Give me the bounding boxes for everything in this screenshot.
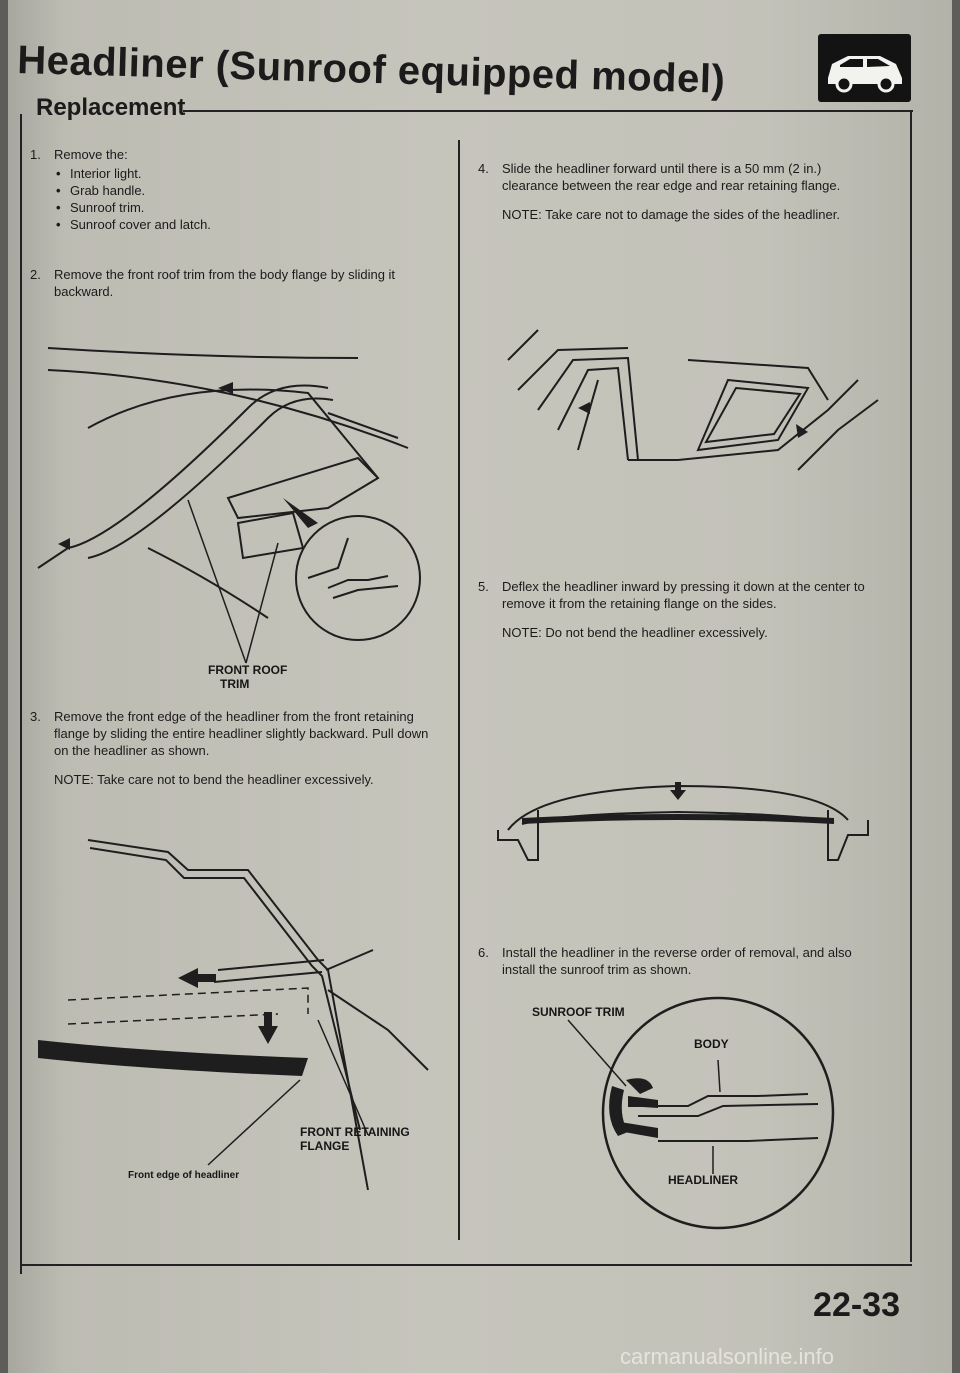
sunroof-trim-label: SUNROOF TRIM bbox=[532, 1005, 625, 1019]
figure-front-roof-trim: FRONT ROOF TRIM bbox=[28, 318, 428, 698]
headliner-label: HEADLINER bbox=[668, 1173, 738, 1187]
figure-slide-headliner bbox=[478, 320, 898, 560]
step-text: Remove the: bbox=[54, 147, 128, 162]
step-2: 2. Remove the front roof trim from the b… bbox=[30, 266, 430, 300]
car-body-icon bbox=[818, 34, 911, 102]
manual-page: Headliner (Sunroof equipped model) Repla… bbox=[8, 0, 952, 1373]
step-4: 4. Slide the headliner forward until the… bbox=[478, 160, 878, 223]
figure-sunroof-trim-detail: SUNROOF TRIM BODY HEADLINER bbox=[508, 996, 848, 1236]
figure-deflex-headliner bbox=[478, 760, 898, 910]
front-edge-headliner-label: Front edge of headliner bbox=[128, 1170, 239, 1181]
page-number: 22-33 bbox=[813, 1286, 900, 1324]
figure-front-retaining-flange: FRONT RETAINING FLANGE Front edge of hea… bbox=[28, 830, 448, 1190]
front-retaining-flange-label-2: FLANGE bbox=[300, 1139, 349, 1153]
front-roof-trim-label-2: TRIM bbox=[220, 677, 249, 691]
header-rule bbox=[183, 110, 913, 112]
list-item: Sunroof trim. bbox=[54, 199, 430, 216]
step-text: Install the headliner in the reverse ord… bbox=[502, 945, 852, 977]
step-number: 5. bbox=[478, 579, 489, 594]
step-number: 4. bbox=[478, 161, 489, 176]
step-note: NOTE: Do not bend the headliner excessiv… bbox=[502, 625, 768, 640]
frame-left-rule bbox=[20, 114, 22, 1274]
step-note: NOTE: Take care not to damage the sides … bbox=[502, 207, 840, 222]
watermark: carmanualsonline.info bbox=[620, 1344, 835, 1369]
step-5: 5. Deflex the headliner inward by pressi… bbox=[478, 578, 878, 641]
step-text: Remove the front roof trim from the body… bbox=[54, 267, 396, 299]
column-divider bbox=[458, 140, 460, 1240]
frame-bottom-rule bbox=[20, 1264, 912, 1266]
step-number: 3. bbox=[30, 709, 41, 724]
front-retaining-flange-label: FRONT RETAINING bbox=[300, 1125, 410, 1139]
step-text: Remove the front edge of the headliner f… bbox=[54, 709, 429, 758]
step-3: 3. Remove the front edge of the headline… bbox=[30, 708, 430, 788]
list-item: Sunroof cover and latch. bbox=[54, 216, 430, 233]
step-1: 1. Remove the: Interior light. Grab hand… bbox=[30, 146, 430, 233]
list-item: Interior light. bbox=[54, 165, 430, 182]
step-number: 6. bbox=[478, 945, 489, 960]
section-subtitle: Replacement bbox=[36, 94, 186, 121]
step-text: Deflex the headliner inward by pressing … bbox=[502, 579, 865, 611]
step-number: 2. bbox=[30, 267, 41, 282]
removal-list: Interior light. Grab handle. Sunroof tri… bbox=[54, 165, 430, 233]
frame-right-rule bbox=[910, 112, 912, 1262]
list-item: Grab handle. bbox=[54, 182, 430, 199]
step-note: NOTE: Take care not to bend the headline… bbox=[54, 772, 374, 787]
body-label: BODY bbox=[694, 1037, 729, 1051]
step-text: Slide the headliner forward until there … bbox=[502, 161, 841, 193]
step-number: 1. bbox=[30, 147, 41, 162]
step-6: 6. Install the headliner in the reverse … bbox=[478, 944, 878, 978]
front-roof-trim-label: FRONT ROOF bbox=[208, 663, 287, 677]
